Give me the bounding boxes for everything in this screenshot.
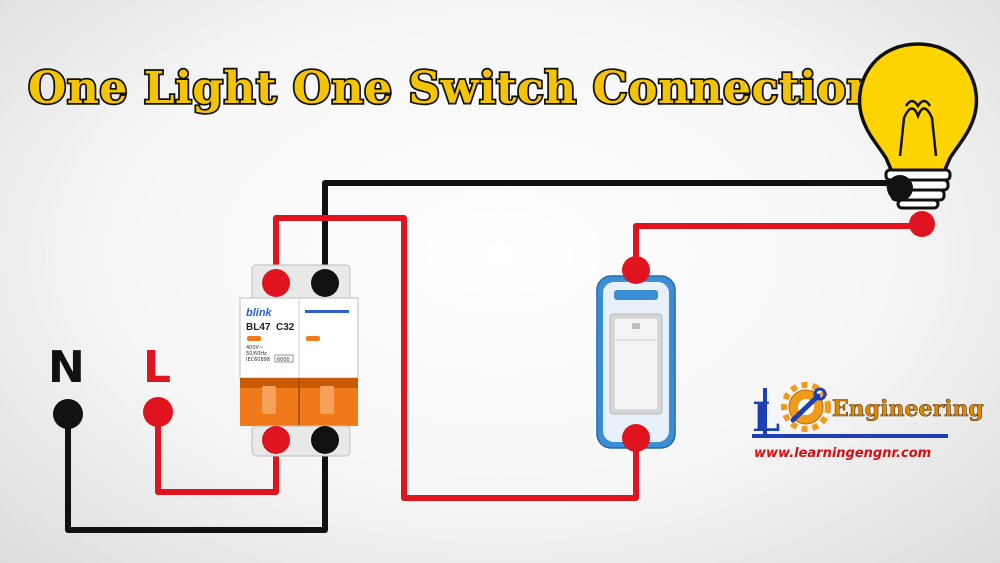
- breaker-bottom-neutral-terminal: [311, 426, 339, 454]
- breaker-blue-stripe: [305, 310, 349, 313]
- neutral-wire-supply: [65, 412, 328, 533]
- light-bulb-icon: [857, 42, 979, 210]
- breaker-top-live-terminal: [262, 269, 290, 297]
- live-terminal: [143, 397, 173, 427]
- neutral-label: N: [48, 342, 85, 393]
- diagram-title: One Light One Switch Connection: [28, 63, 879, 114]
- breaker-bottom-live-terminal: [262, 426, 290, 454]
- breaker-model: BL47: [246, 322, 271, 333]
- breaker-brand: blink: [246, 307, 273, 319]
- breaker-indicator-left: [247, 336, 261, 341]
- breaker-spec-3: IEC60898: [246, 357, 270, 363]
- live-wire-to-switch: [273, 215, 639, 501]
- live-wire-switch-to-bulb: [633, 223, 925, 273]
- engineering-logo: L Engineering www.learningengnr.com: [752, 382, 984, 461]
- switch-top-terminal: [622, 256, 650, 284]
- breaker-indicator-right: [306, 336, 320, 341]
- circuit-breaker-icon: blink BL47 C32 400V~ 50/60Hz IEC60898 60…: [239, 264, 359, 457]
- neutral-wires: [65, 180, 901, 533]
- live-label: L: [143, 342, 171, 393]
- wall-switch-icon: [596, 275, 676, 449]
- neutral-terminal: [53, 399, 83, 429]
- wrench-icon: [790, 387, 827, 423]
- breaker-top-neutral-terminal: [311, 269, 339, 297]
- logo-url: www.learningengnr.com: [754, 446, 931, 461]
- live-wires: [155, 215, 925, 501]
- logo-name: Engineering: [832, 396, 984, 422]
- switch-rocker: [613, 317, 659, 411]
- bulb-neutral-terminal: [887, 175, 913, 201]
- bulb-live-terminal: [909, 211, 935, 237]
- live-wire-supply: [155, 409, 279, 495]
- switch-bottom-terminal: [622, 424, 650, 452]
- neutral-wire-to-bulb: [322, 180, 901, 286]
- breaker-spec-2: 50/60Hz: [246, 351, 267, 357]
- breaker-capacity: 6000: [277, 357, 290, 363]
- breaker-spec-1: 400V~: [246, 345, 263, 351]
- logo-letter: L: [752, 394, 780, 441]
- breaker-rating: C32: [276, 322, 295, 333]
